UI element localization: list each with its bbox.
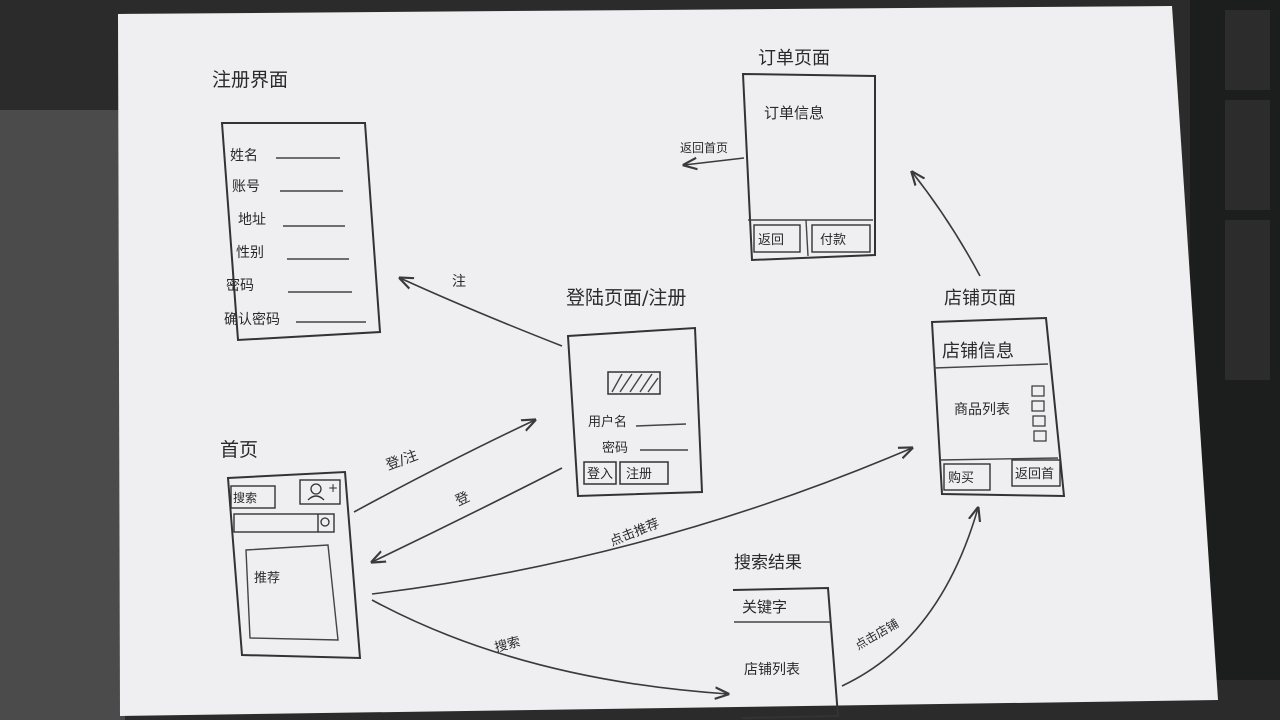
laptop-key [1225, 220, 1270, 380]
product-thumb [1032, 415, 1046, 427]
register-field-label: 地址 [238, 212, 266, 228]
search-result-page-sketch: 搜索结果 关键字 店铺列表 [732, 553, 840, 719]
fabric-cloth [0, 110, 125, 720]
arrow-home-to-search [371, 599, 728, 694]
login-page-title: 登陆页面/注册 [566, 287, 686, 309]
order-back-button-sketch [753, 224, 801, 253]
login-field-line [635, 423, 687, 427]
register-field-label: 密码 [226, 277, 254, 294]
search-icon [320, 517, 330, 527]
arrow-label: 返回首页 [680, 141, 728, 155]
register-button-sketch [619, 461, 669, 485]
login-page-frame [566, 326, 704, 498]
logo-hatching [611, 373, 659, 393]
product-thumb [1031, 400, 1045, 412]
register-page-sketch: 注册界面 姓名 账号 地址 性别 密码 确认密码 [212, 69, 382, 342]
logo-placeholder [607, 371, 661, 395]
order-page-title: 订单页面 [758, 48, 830, 69]
arrow-order-back [684, 158, 745, 165]
order-page-sketch: 订单页面 订单信息 返回 付款 [741, 48, 876, 262]
arrow-search-to-shop [841, 508, 978, 687]
shop-button-divider [939, 457, 1059, 461]
buy-button-sketch [943, 463, 991, 491]
pay-button-label: 付款 [820, 233, 846, 248]
shop-list-label: 店铺列表 [744, 662, 800, 678]
buy-button-label: 购买 [948, 470, 974, 486]
search-tab-sketch [230, 485, 276, 509]
register-page-title: 注册界面 [212, 69, 288, 91]
order-button-split [805, 219, 809, 257]
home-page-sketch: 首页 搜索 + 推荐 [220, 439, 362, 660]
user-icon [310, 483, 322, 495]
search-tab-label: 搜索 [233, 490, 257, 505]
order-page-frame [741, 72, 876, 262]
product-list-label: 商品列表 [954, 402, 1010, 418]
register-button-label: 注册 [626, 467, 652, 482]
register-field-label: 确认密码 [224, 311, 280, 328]
product-thumb [1031, 385, 1045, 397]
shop-header-divider [933, 363, 1049, 369]
home-page-title: 首页 [220, 439, 258, 461]
back-home-button-sketch [1011, 459, 1061, 487]
arrow-label: 注 [452, 274, 466, 290]
order-info-label: 订单信息 [764, 104, 824, 122]
search-bar-sketch [233, 513, 335, 533]
arrow-login-to-home [372, 467, 563, 562]
recommend-area-frame [245, 544, 339, 641]
product-thumb [1033, 430, 1047, 442]
laptop-key [1225, 100, 1270, 210]
arrow-shop-to-order [912, 172, 981, 277]
user-icon-body [307, 495, 325, 501]
arrow-label: 搜索 [493, 635, 522, 656]
paper-sheet [118, 6, 1218, 716]
search-result-header-label: 关键字 [742, 598, 787, 616]
shop-page-title: 店铺页面 [944, 288, 1016, 309]
user-icon-box [299, 479, 341, 505]
order-back-button-label: 返回 [758, 233, 784, 248]
recommend-label: 推荐 [254, 571, 280, 586]
shop-header-label: 店铺信息 [942, 341, 1014, 362]
shop-page-frame [930, 316, 1066, 498]
search-result-frame [732, 586, 840, 719]
register-field-label: 姓名 [230, 148, 258, 164]
arrow-label: 登 [453, 489, 472, 509]
login-button-label: 登入 [587, 467, 613, 482]
add-icon: + [328, 481, 338, 495]
login-button-sketch [583, 461, 617, 485]
home-page-frame [226, 470, 362, 660]
arrow-home-to-login [353, 420, 535, 513]
search-result-title: 搜索结果 [734, 553, 802, 573]
pay-button-sketch [811, 224, 871, 253]
login-field-label: 用户名 [588, 414, 627, 430]
arrow-login-to-register [400, 278, 563, 347]
login-page-sketch: 登陆页面/注册 用户名 密码 登入 注册 [566, 287, 704, 498]
shop-page-sketch: 店铺页面 店铺信息 商品列表 购买 返回首 [930, 288, 1066, 498]
register-field-label: 账号 [232, 179, 260, 195]
back-home-button-label: 返回首 [1015, 467, 1054, 482]
register-field-label: 性别 [236, 245, 264, 261]
register-page-frame [220, 122, 382, 342]
login-field-label: 密码 [602, 440, 628, 456]
laptop-key [1225, 10, 1270, 90]
arrow-home-to-shop [371, 448, 912, 595]
